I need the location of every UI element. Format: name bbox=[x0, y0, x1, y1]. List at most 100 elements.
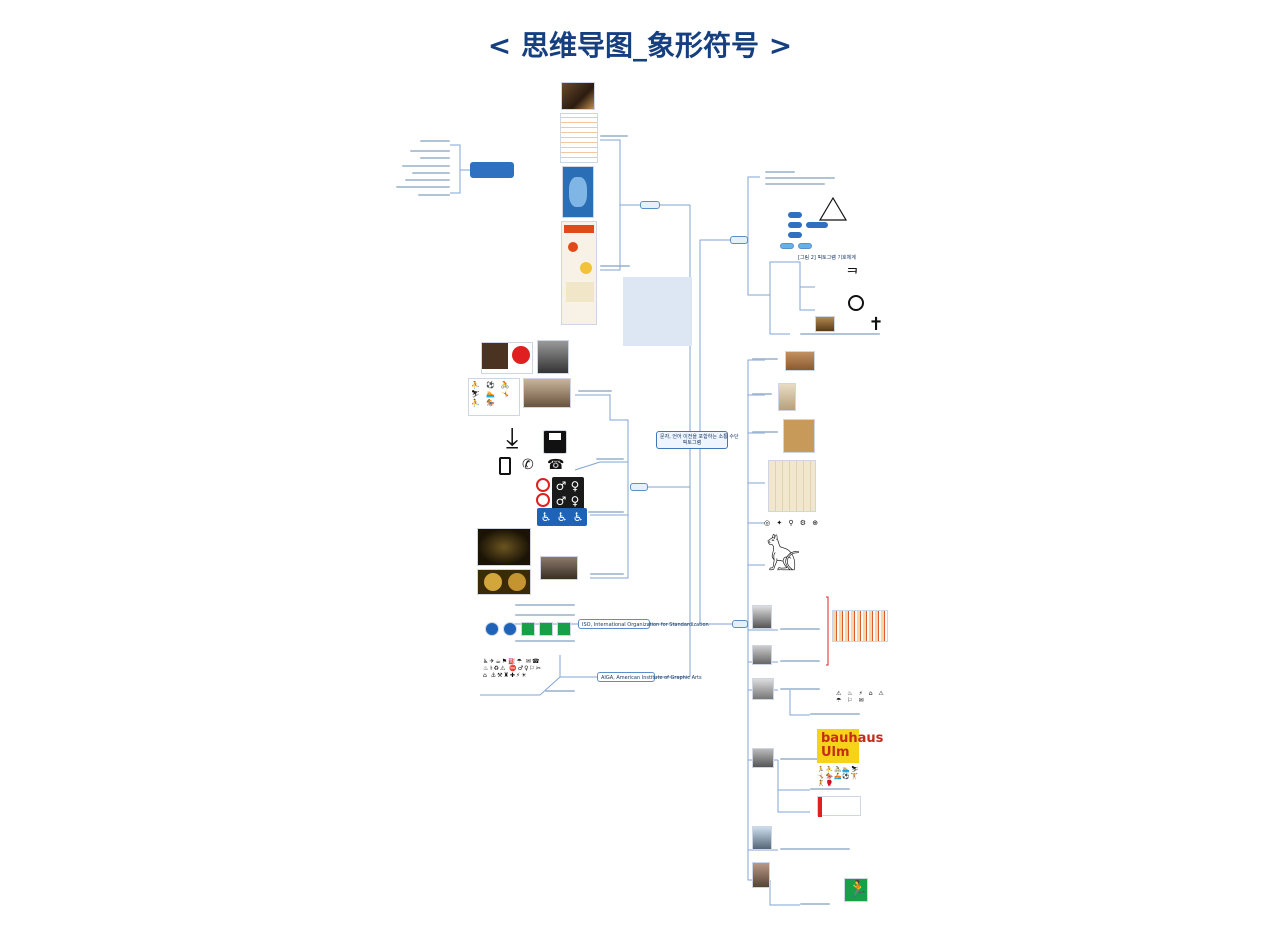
painting-thumbnail bbox=[815, 316, 835, 332]
floppy-disk-icon bbox=[543, 430, 567, 454]
painting-thumbnail bbox=[561, 82, 595, 110]
pictogram-chart-thumbnail bbox=[560, 113, 598, 163]
iso-branch-label: ISO, International Organization for Stan… bbox=[582, 622, 709, 628]
label-line bbox=[800, 903, 830, 905]
label-line bbox=[600, 265, 630, 267]
olympic-pictograms-grid: 🏃⛹🚴🏊⛷🤸🏇🚣⚽🏋🤾🥊 bbox=[817, 766, 860, 787]
restroom-symbol-icon: ᄏ bbox=[846, 267, 859, 283]
bauhaus-line1: bauhaus bbox=[821, 731, 884, 746]
space-probe-plaque-thumbnail bbox=[477, 528, 531, 566]
olympic-poster-thumbnail bbox=[481, 342, 533, 374]
sports-pictograms-thumbnail: ⛹ ⚽ 🚴 ⛷ 🏊 🤸 ⛹ 🏇 bbox=[468, 378, 520, 416]
label-line bbox=[596, 458, 624, 460]
side-cluster-line bbox=[418, 194, 450, 196]
label-line bbox=[590, 573, 624, 575]
smartphone-icon bbox=[499, 457, 511, 475]
man-restroom-icon: ♂ bbox=[552, 477, 570, 495]
woman-restroom-icon: ♀ bbox=[566, 492, 584, 510]
image-placeholder bbox=[623, 277, 692, 346]
side-cluster-node[interactable] bbox=[470, 162, 514, 178]
bauhaus-ulm-poster: bauhaus Ulm bbox=[817, 729, 884, 763]
iso-icon bbox=[503, 622, 517, 636]
side-cluster-line bbox=[412, 172, 450, 174]
label-line bbox=[765, 183, 825, 185]
label-line bbox=[515, 604, 575, 606]
hieroglyph-icon: 𓃠 bbox=[766, 539, 801, 579]
hieroglyph-tablet-thumbnail bbox=[768, 460, 816, 512]
portrait-thumbnail bbox=[752, 645, 772, 665]
portrait-thumbnail bbox=[540, 556, 578, 580]
portrait-thumbnail bbox=[752, 678, 774, 700]
no-smoking-icon bbox=[848, 295, 864, 311]
label-line bbox=[765, 171, 795, 173]
label-line bbox=[810, 788, 850, 790]
center-node-line2: 픽토그램 bbox=[682, 440, 702, 446]
iso-icon bbox=[485, 622, 499, 636]
side-cluster-line bbox=[396, 186, 450, 188]
portrait-thumbnail bbox=[752, 605, 772, 629]
diagram-node[interactable] bbox=[780, 243, 794, 249]
side-cluster-line bbox=[420, 157, 450, 159]
label-line bbox=[515, 640, 575, 642]
label-line bbox=[752, 358, 778, 360]
branch-node-right-top[interactable] bbox=[730, 236, 748, 244]
label-line bbox=[578, 390, 612, 392]
center-node[interactable]: 문자, 언어 이전을 포함하는 소통 수단 픽토그램 bbox=[656, 431, 739, 449]
wheelchair-icon: ♿ bbox=[569, 508, 587, 526]
telephone-icon: ☎ bbox=[547, 457, 565, 473]
portrait-thumbnail bbox=[523, 378, 571, 408]
woman-restroom-icon: ♀ bbox=[566, 477, 584, 495]
portrait-thumbnail bbox=[752, 826, 772, 850]
emergency-exit-icon: 🏃 bbox=[844, 878, 868, 902]
diagram-node[interactable] bbox=[798, 243, 812, 249]
diagram-node[interactable] bbox=[788, 212, 802, 218]
stone-tablet-thumbnail bbox=[778, 383, 796, 411]
label-line bbox=[752, 393, 772, 395]
diagram-node[interactable] bbox=[788, 222, 802, 228]
label-line bbox=[765, 177, 835, 179]
map-thumbnail bbox=[562, 166, 594, 218]
label-line bbox=[588, 511, 624, 513]
aiga-branch-label: AIGA, American Institute of Graphic Arts bbox=[601, 675, 702, 681]
document-thumbnail bbox=[817, 796, 861, 817]
man-restroom-icon: ♂ bbox=[552, 492, 570, 510]
branch-node-right-bottom[interactable] bbox=[732, 620, 748, 628]
portrait-thumbnail bbox=[537, 340, 569, 374]
side-cluster-line bbox=[402, 165, 450, 167]
iso-icon bbox=[521, 622, 535, 636]
side-cluster-line bbox=[420, 140, 450, 142]
side-cluster-line bbox=[405, 179, 450, 181]
center-node-line1: 문자, 언어 이전을 포함하는 소통 수단 bbox=[660, 434, 739, 440]
phone-handset-icon: ✆ bbox=[522, 457, 534, 473]
aiga-branch-node[interactable]: AIGA, American Institute of Graphic Arts bbox=[597, 672, 702, 682]
wheelchair-icon: ♿ bbox=[537, 508, 555, 526]
label-line bbox=[780, 628, 820, 630]
label-line bbox=[545, 690, 575, 692]
clay-tablet-thumbnail bbox=[783, 419, 815, 453]
branch-node-left-mid[interactable] bbox=[630, 483, 648, 491]
early-symbols-row: ◎ ✦ ⚲ ⚙ ⊕ bbox=[764, 519, 821, 527]
iso-branch-node[interactable]: ISO, International Organization for Stan… bbox=[578, 619, 709, 629]
no-smoking-icon bbox=[536, 493, 550, 507]
wheelchair-icon: ♿ bbox=[553, 508, 571, 526]
golden-record-thumbnail bbox=[477, 569, 531, 595]
warning-symbols-grid: ⚠ ♨ ⚡ ⌂ ⚠ ☂ ⚐ ✉ bbox=[836, 690, 886, 704]
label-line bbox=[780, 688, 820, 690]
diagram-node[interactable] bbox=[788, 232, 802, 238]
label-line bbox=[600, 135, 628, 137]
no-smoking-icon bbox=[536, 478, 550, 492]
isotype-chart-thumbnail bbox=[832, 610, 888, 642]
semiotic-triangle-diagram bbox=[818, 196, 848, 221]
cave-painting-thumbnail bbox=[785, 351, 815, 371]
diagram-caption: [그림 2] 픽토그램 기호체계 bbox=[798, 255, 856, 261]
aiga-symbol-grid: ♿✈☕⚑⛽☂ ✉☎♨⚕♻⚠ ⛔♂♀⚐✂⌂ ⚓⚒♜✚⚡☀ bbox=[483, 658, 542, 679]
portrait-thumbnail bbox=[752, 862, 770, 888]
cross-icon: ✝ bbox=[868, 314, 884, 335]
portrait-thumbnail bbox=[752, 748, 774, 768]
label-line bbox=[780, 848, 850, 850]
diagram-node[interactable] bbox=[806, 222, 828, 228]
download-icon: ⤓ bbox=[506, 421, 519, 454]
label-line bbox=[752, 431, 778, 433]
branch-node-left-top[interactable] bbox=[640, 201, 660, 209]
